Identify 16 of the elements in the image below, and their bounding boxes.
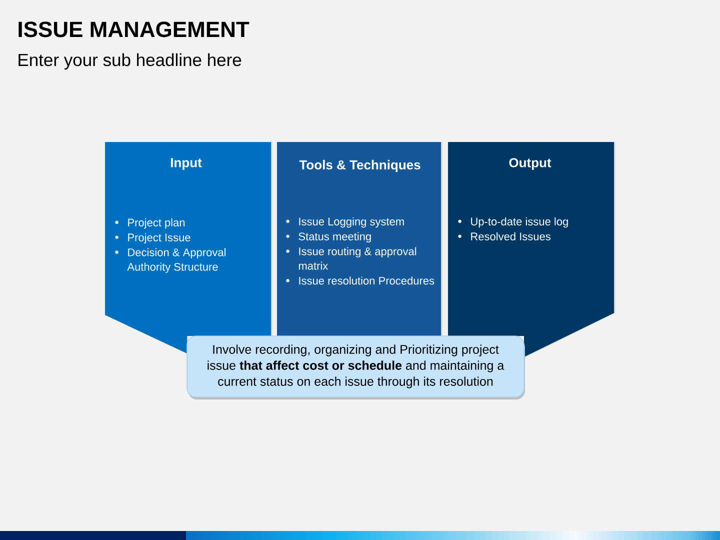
list-item: Issue resolution Procedures bbox=[299, 276, 434, 285]
list-item: Status meeting bbox=[298, 232, 371, 243]
list-item: Project Issue bbox=[128, 233, 190, 244]
slide-title: ISSUE MANAGEMENT bbox=[18, 22, 250, 38]
list-item: Issue Logging system bbox=[299, 217, 404, 228]
list-item: Up-to-date issue log bbox=[471, 217, 568, 228]
list-item: Resolved Issues bbox=[471, 232, 550, 240]
panel-heading: Tools & Techniques bbox=[299, 160, 420, 172]
column-panel bbox=[277, 142, 442, 336]
panel-heading: Output bbox=[509, 158, 552, 170]
panel-heading: Input bbox=[171, 158, 202, 170]
list-item: Decision & Approval Authority Structure bbox=[127, 248, 226, 273]
list-item: Issue routing & approval matrix bbox=[298, 247, 416, 270]
description-box: Involve recording, organizing and Prioritizing project issue that affect cost or schedule and maintaining a current status on each issue through its resolution bbox=[186, 336, 525, 400]
subtitle: Enter your sub headline here bbox=[18, 53, 242, 70]
list-item: Project plan bbox=[128, 218, 185, 229]
